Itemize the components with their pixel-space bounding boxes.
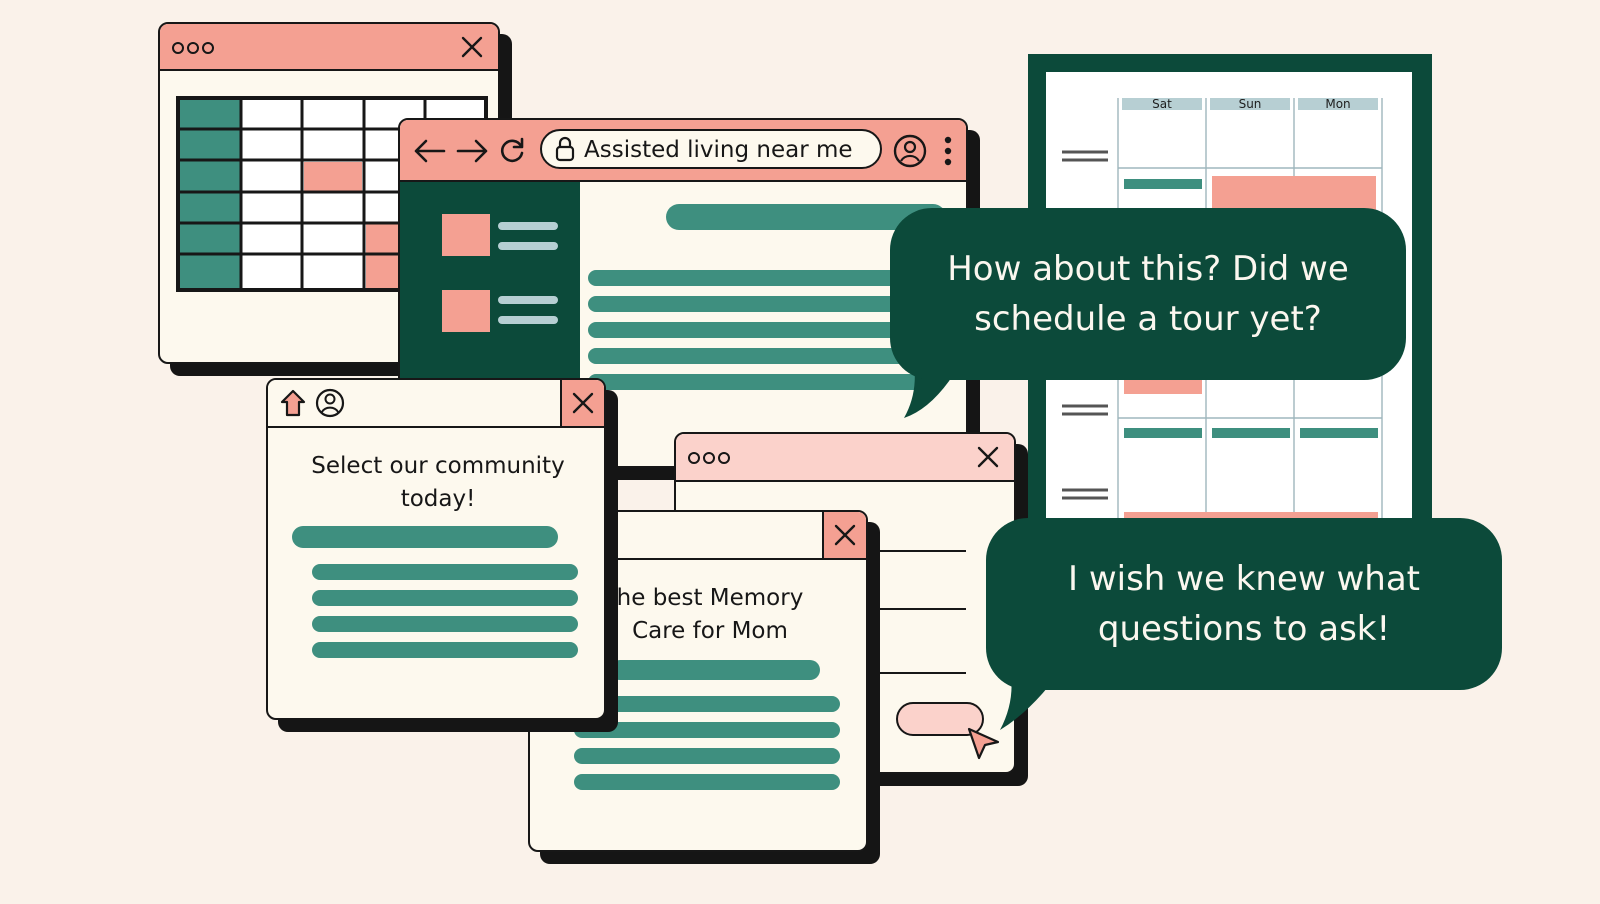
sidebar-thumbnail[interactable] — [442, 214, 490, 256]
address-bar[interactable]: Assisted living near me — [540, 129, 882, 169]
sidebar-text-line — [498, 296, 558, 304]
form-line — [866, 608, 966, 610]
content-heading-bar — [610, 660, 820, 680]
close-icon[interactable] — [571, 391, 595, 415]
community-heading: Select our community today! — [311, 453, 565, 512]
sidebar-text-line — [498, 242, 558, 250]
address-text: Assisted living near me — [584, 137, 853, 163]
calendar-day-mon: Mon — [1298, 98, 1378, 110]
dot-icon — [172, 42, 184, 54]
content-line — [312, 564, 578, 580]
account-icon[interactable] — [892, 133, 928, 169]
content-line — [312, 590, 578, 606]
window-dots — [172, 42, 214, 54]
content-line — [588, 296, 928, 312]
sidebar-text-line — [498, 222, 558, 230]
content-line — [574, 722, 840, 738]
dot-icon — [187, 42, 199, 54]
memory-care-heading-line1: he best Memory — [616, 585, 804, 611]
memory-care-heading: he best Memory Care for Mom — [590, 582, 830, 648]
forward-arrow-icon[interactable] — [456, 138, 490, 164]
content-line — [574, 696, 840, 712]
title-bar — [160, 24, 498, 71]
content-line — [312, 642, 578, 658]
title-bar — [268, 380, 604, 428]
dot-icon — [688, 452, 700, 464]
speech-bubble-bottom: I wish we knew what questions to ask! — [986, 518, 1502, 690]
close-button[interactable] — [822, 512, 866, 558]
form-line — [866, 550, 966, 552]
sidebar-text-line — [498, 316, 558, 324]
calendar-event[interactable] — [1124, 378, 1202, 394]
form-line — [866, 672, 966, 674]
refresh-icon[interactable] — [498, 137, 526, 165]
speech-bubble-top: How about this? Did we schedule a tour y… — [890, 208, 1406, 380]
sidebar-thumbnail[interactable] — [442, 290, 490, 332]
back-arrow-icon[interactable] — [412, 138, 446, 164]
home-icon[interactable] — [278, 388, 308, 418]
memory-care-heading-line2: Care for Mom — [632, 618, 788, 644]
dot-icon — [718, 452, 730, 464]
calendar-event[interactable] — [1124, 179, 1202, 189]
content-line — [574, 774, 840, 790]
content-heading-bar — [292, 526, 558, 548]
content-line — [574, 748, 840, 764]
content-line — [588, 322, 928, 338]
cursor-icon — [967, 727, 1000, 760]
kebab-menu-icon[interactable] — [943, 135, 953, 167]
submit-button[interactable] — [896, 702, 984, 736]
account-icon[interactable] — [314, 387, 346, 419]
content-line — [312, 616, 578, 632]
calendar-day-sun: Sun — [1210, 98, 1290, 110]
close-icon[interactable] — [460, 35, 484, 59]
close-button[interactable] — [560, 380, 604, 426]
calendar-event[interactable] — [1300, 428, 1378, 438]
dot-icon — [703, 452, 715, 464]
close-icon[interactable] — [976, 445, 1000, 469]
calendar-event[interactable] — [1124, 428, 1202, 438]
calendar-day-sat: Sat — [1122, 98, 1202, 110]
window-dots — [688, 452, 730, 464]
lock-icon — [555, 136, 575, 162]
browser-toolbar: Assisted living near me — [400, 120, 966, 182]
content-line — [588, 374, 928, 390]
calendar-event[interactable] — [1212, 428, 1290, 438]
community-window: Select our community today! — [266, 378, 606, 720]
title-bar — [676, 434, 1014, 482]
close-icon[interactable] — [833, 523, 857, 547]
dot-icon — [202, 42, 214, 54]
content-line — [588, 348, 928, 364]
calendar-event[interactable] — [1124, 512, 1378, 522]
content-line — [588, 270, 928, 286]
